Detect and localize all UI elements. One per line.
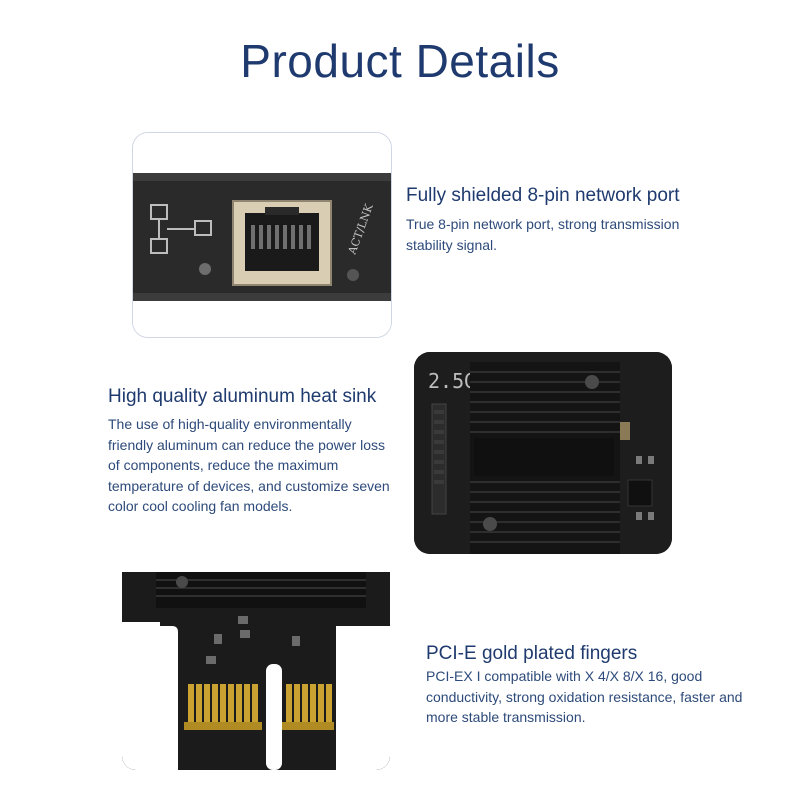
feature-desc-network-port: True 8-pin network port, strong transmis… [406, 216, 680, 253]
gold-fingers-photo-frame [122, 572, 390, 770]
heat-sink-photo: 2.5G [414, 352, 672, 554]
feature-heading-heat-sink: High quality aluminum heat sink [108, 386, 377, 407]
board-speed-label: 2.5G [428, 369, 476, 393]
gold-contacts [188, 684, 332, 724]
network-icon [150, 204, 212, 254]
feature-heading-network-port: Fully shielded 8-pin network port [406, 185, 680, 206]
heat-sink-fins [470, 362, 620, 554]
gold-fingers-photo [122, 572, 390, 770]
feature-heading-gold-fingers: PCI-E gold plated fingers [426, 643, 638, 664]
rj45-port [232, 200, 332, 286]
network-port-photo-frame: ACT/LNK [132, 132, 392, 338]
network-port-photo: ACT/LNK [133, 133, 391, 337]
heat-sink-photo-frame: 2.5G [414, 352, 672, 554]
feature-desc-gold-fingers: PCI-EX I compatible with X 4/X 8/X 16, g… [426, 668, 743, 725]
feature-desc-heat-sink: The use of high-quality environmentally … [108, 416, 390, 514]
page-title: Product Details [240, 35, 560, 87]
